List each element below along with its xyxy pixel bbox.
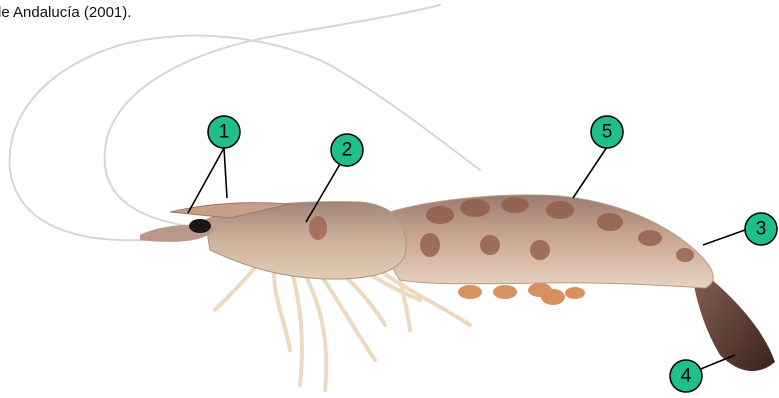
callout-3: 3 (745, 213, 777, 245)
leader-3 (703, 230, 745, 245)
callout-3-label: 3 (756, 219, 767, 240)
callout-5-label: 5 (602, 122, 613, 143)
callout-2-label: 2 (342, 140, 353, 161)
callout-1: 1 (208, 116, 240, 148)
callout-4-label: 4 (681, 366, 692, 387)
leader-5 (573, 147, 607, 198)
leader-1b (224, 148, 227, 198)
cephalothorax-mark (309, 216, 327, 240)
eye (189, 219, 211, 233)
swimmerets (458, 283, 585, 305)
callout-1-label: 1 (219, 122, 230, 143)
callout-5: 5 (591, 116, 623, 148)
callout-4: 4 (670, 360, 702, 392)
leader-1a (188, 148, 224, 213)
callout-2: 2 (331, 134, 363, 166)
